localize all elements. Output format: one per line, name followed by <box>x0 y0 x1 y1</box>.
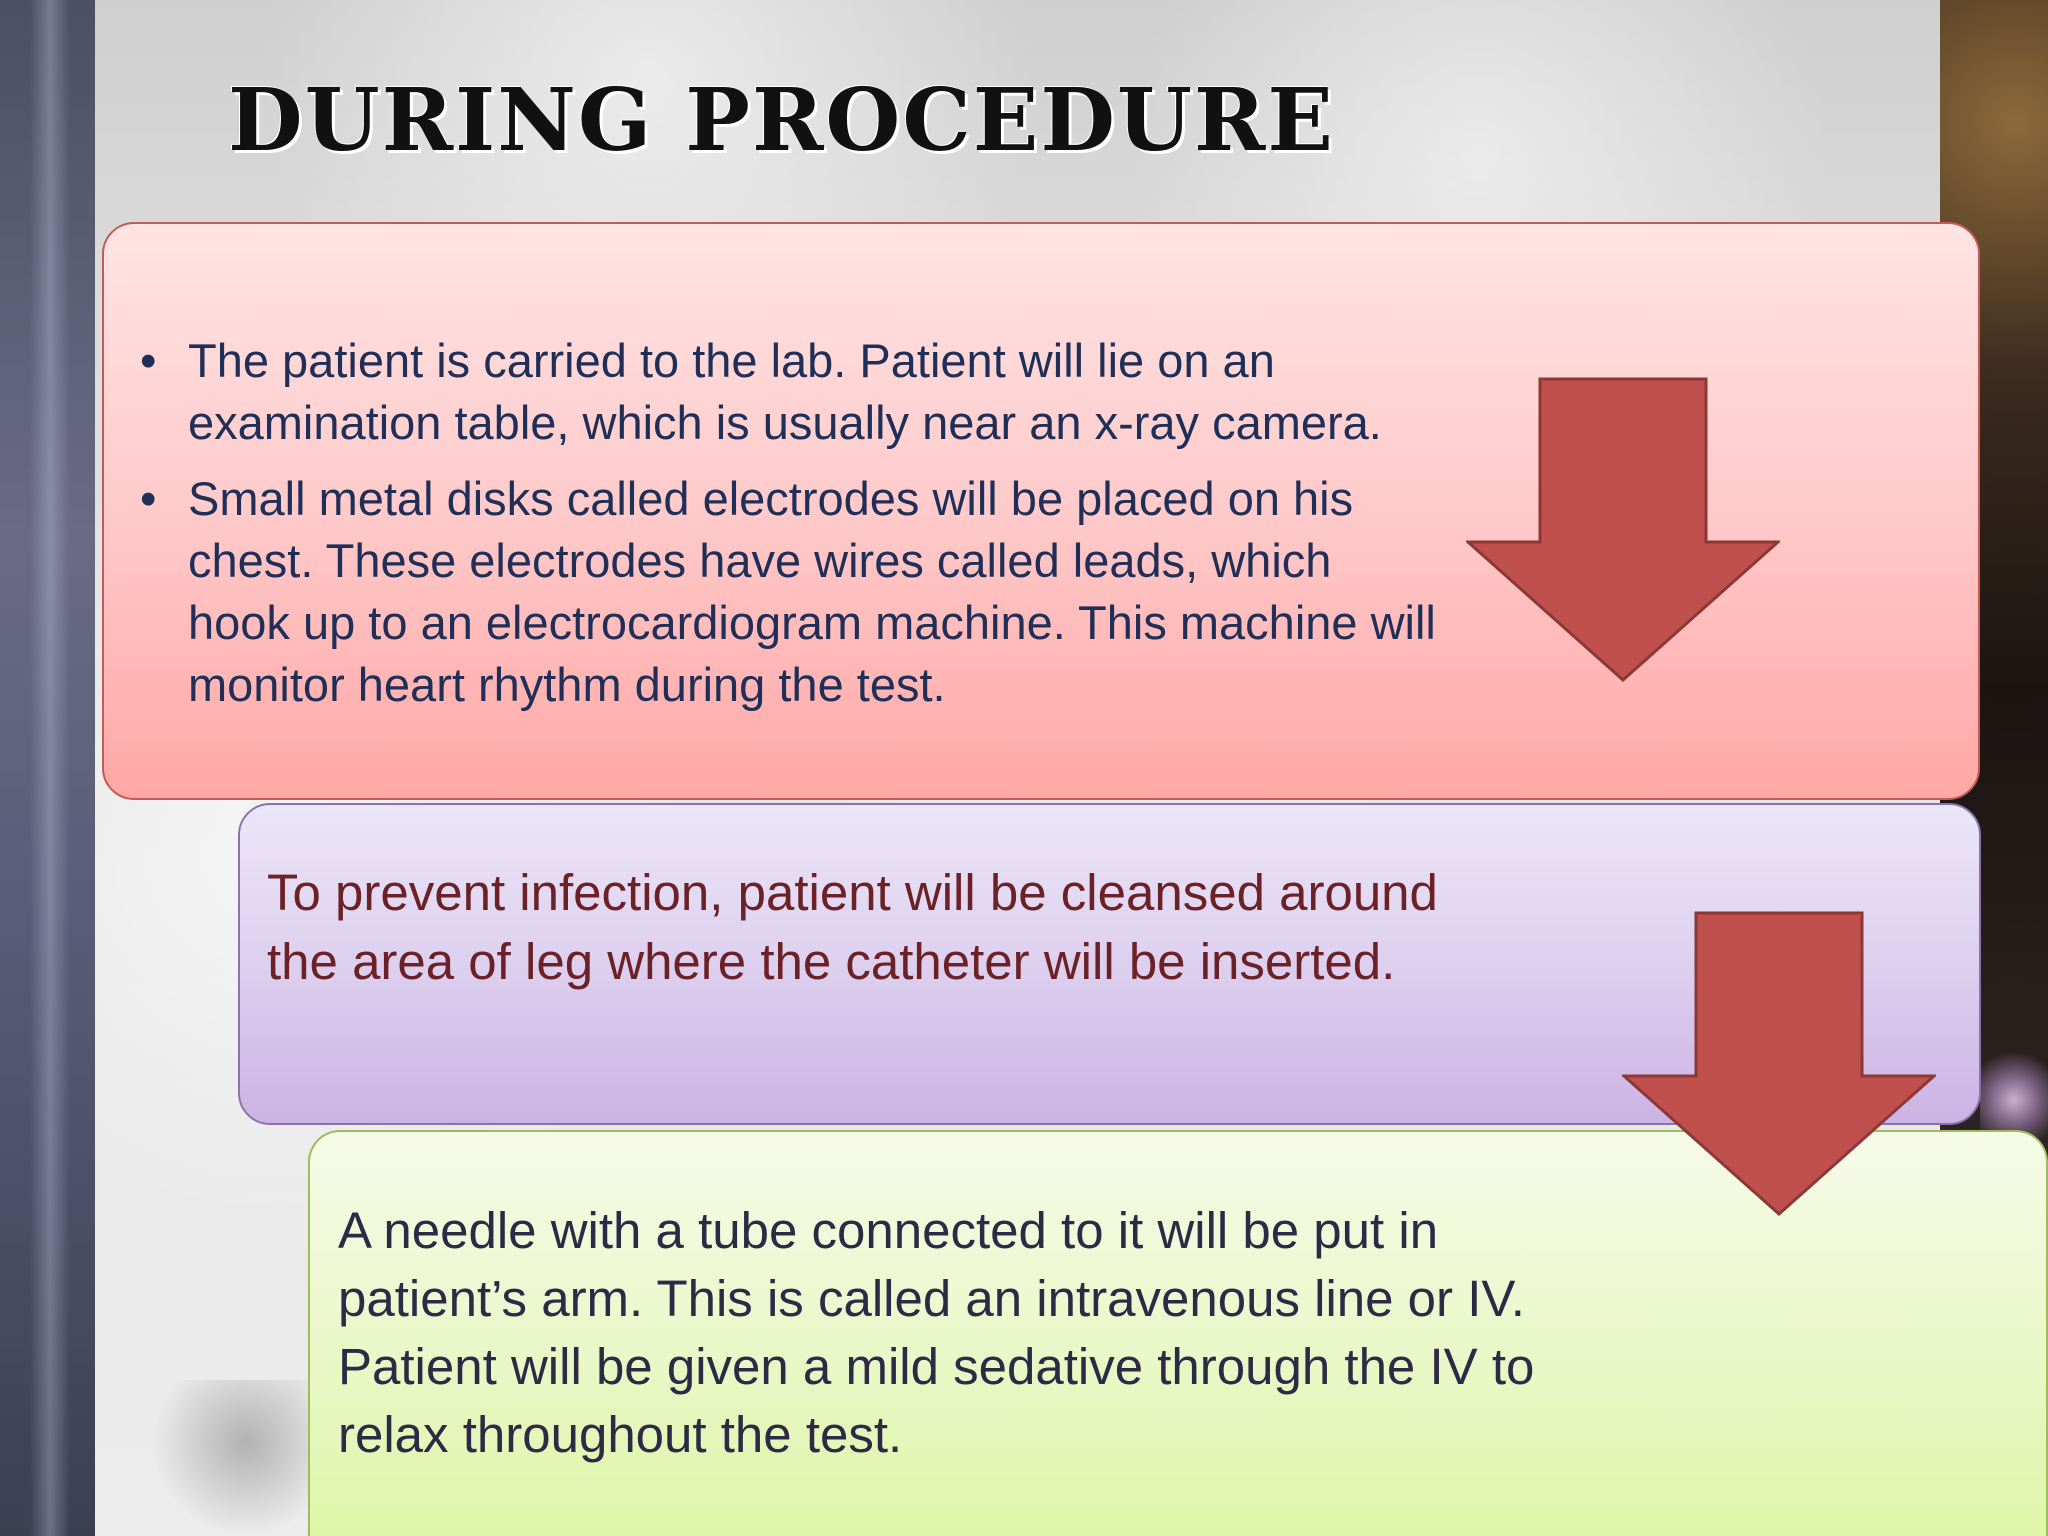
background-left-strip <box>0 0 95 1536</box>
bullet-item: • Small metal disks called electrodes wi… <box>140 468 1438 716</box>
step-2-box <box>238 803 1981 1125</box>
bullet-dot: • <box>140 472 157 525</box>
down-arrow-icon <box>1622 911 1936 1216</box>
background-shadow <box>150 1380 310 1536</box>
arrow-shape <box>1466 377 1780 682</box>
arrow-shape <box>1622 911 1936 1216</box>
bullet-item: • The patient is carried to the lab. Pat… <box>140 330 1438 454</box>
step-3-text: A needle with a tube connected to it wil… <box>338 1202 1535 1463</box>
down-arrow-icon <box>1466 377 1780 682</box>
slide-title: DURING PROCEDURE <box>228 70 1335 171</box>
step-1-bullet-list: • The patient is carried to the lab. Pat… <box>140 330 1438 730</box>
bullet-text: Small metal disks called electrodes will… <box>188 472 1436 711</box>
bullet-dot: • <box>140 334 157 387</box>
step-2-text: To prevent infection, patient will be cl… <box>267 864 1438 990</box>
bullet-text: The patient is carried to the lab. Patie… <box>188 334 1382 449</box>
step-3-box <box>308 1130 2048 1536</box>
